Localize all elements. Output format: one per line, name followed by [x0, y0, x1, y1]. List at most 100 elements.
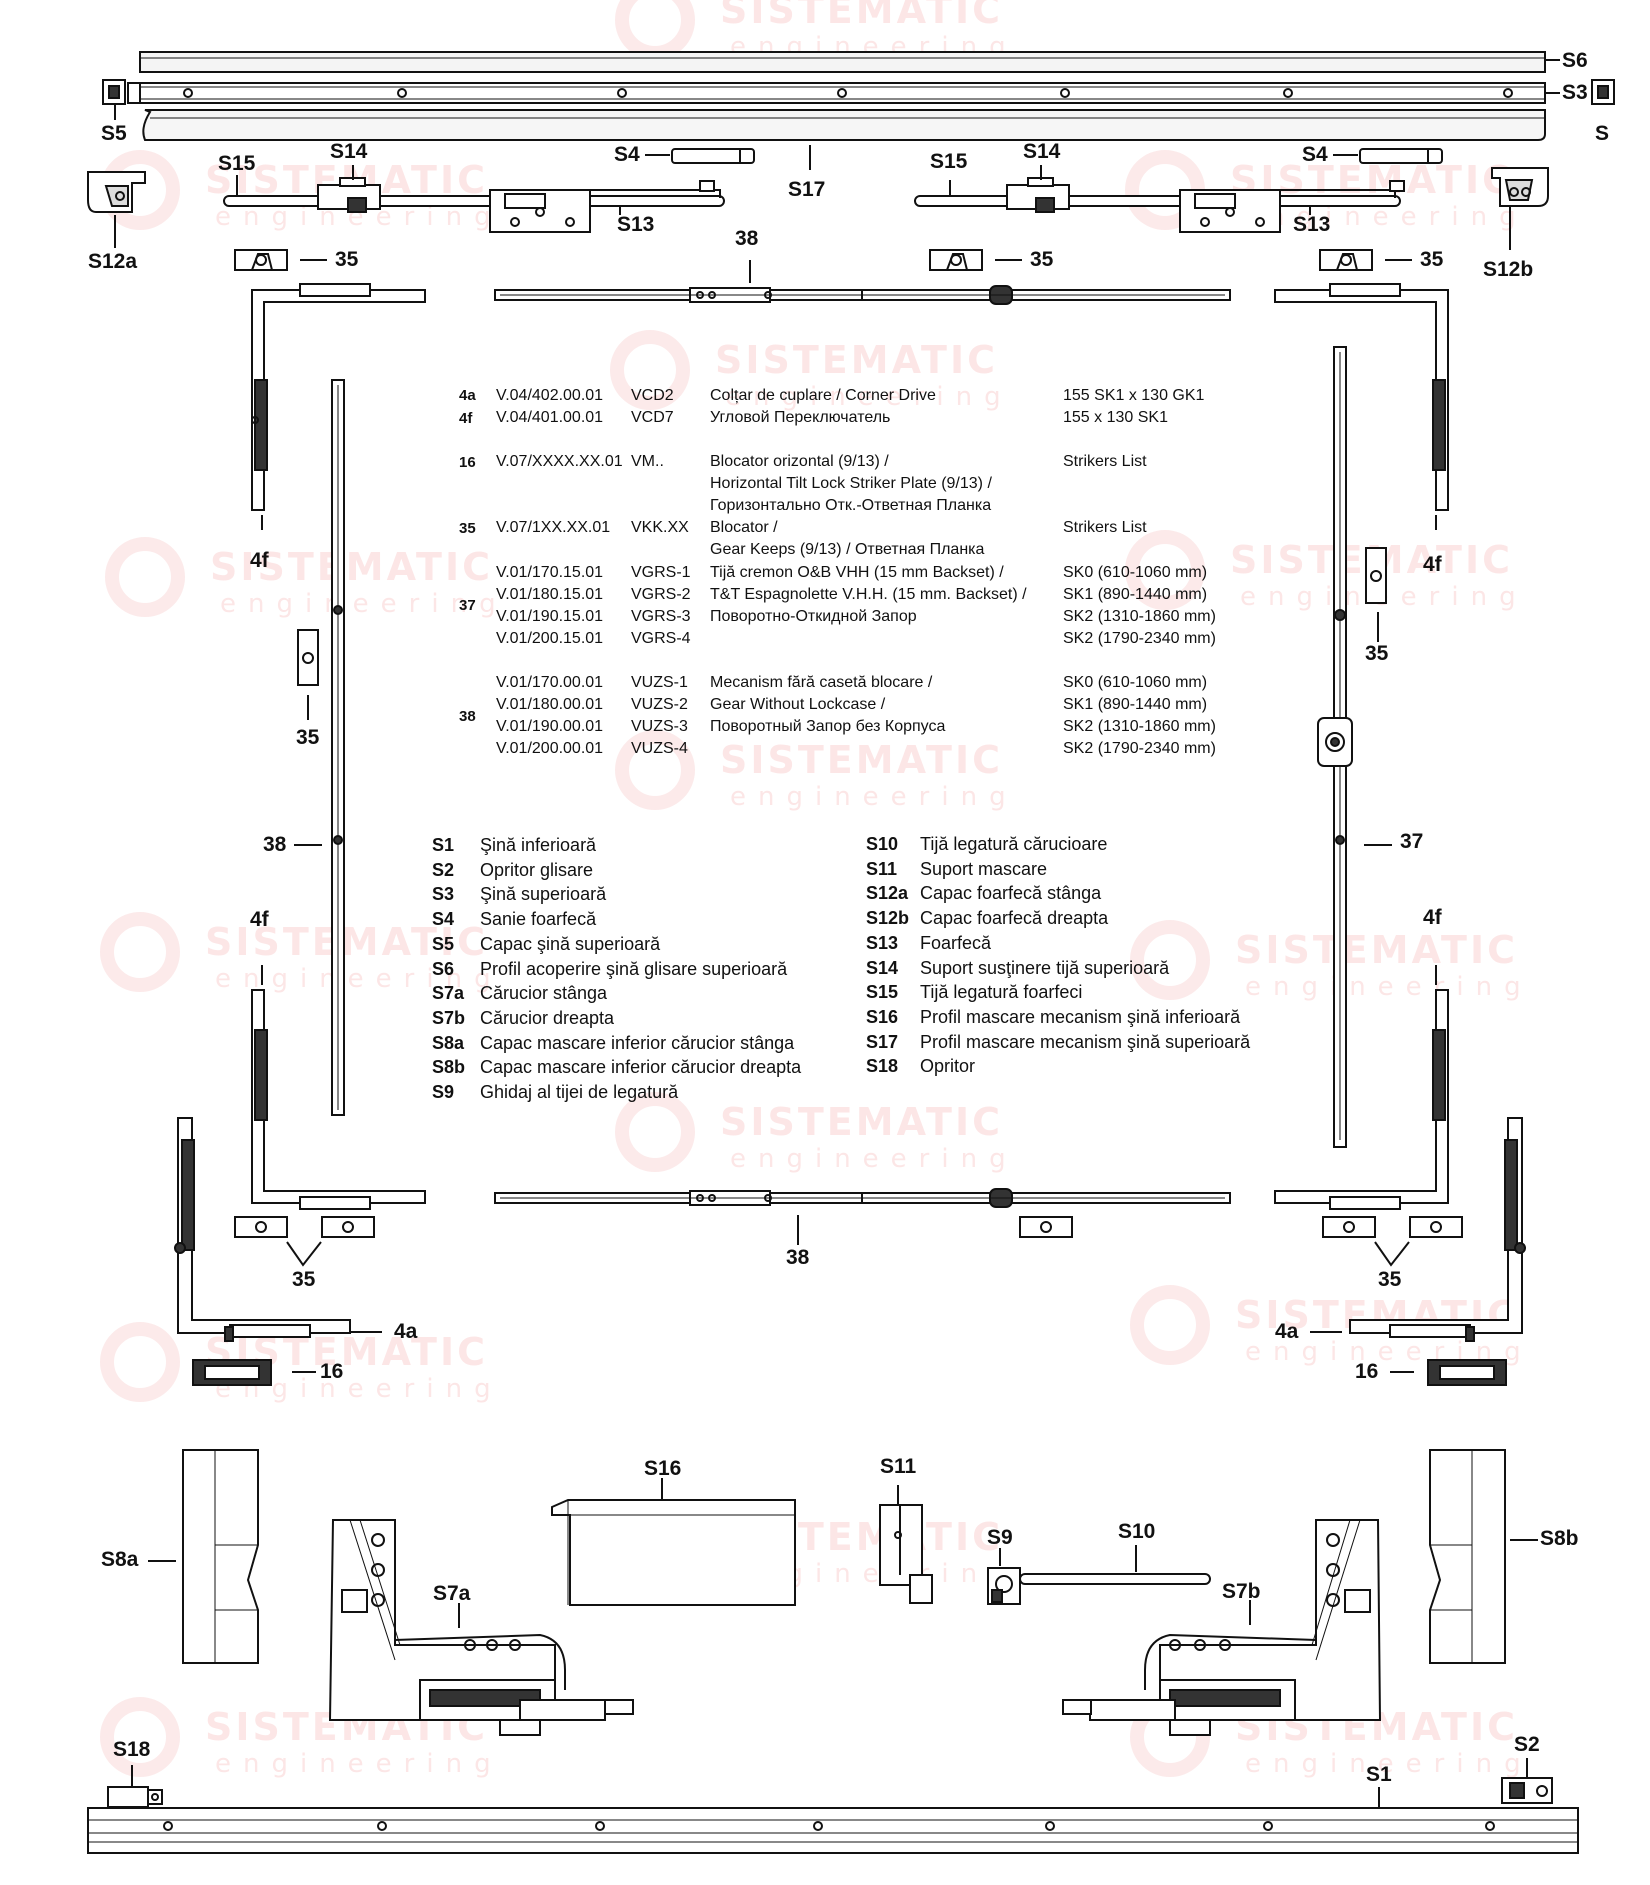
lower-cover-right-s8b — [1429, 1449, 1506, 1664]
table-cell-ref: VGRS-1 — [631, 564, 691, 581]
table-cell-size: Strikers List — [1063, 519, 1147, 536]
corner-drive-4f-top-right — [1274, 283, 1449, 511]
lower-cover-left-s8a — [182, 1449, 259, 1664]
table-cell-size: SK2 (1310-1860 mm) — [1063, 718, 1216, 735]
label-s2: S2 — [1514, 1733, 1540, 1756]
label-s6: S6 — [1562, 49, 1588, 72]
table-cell-code: V.04/402.00.01 — [496, 387, 604, 404]
espagnolette-37-right-vertical — [1317, 346, 1353, 1148]
table-cell-size: SK0 (610-1060 mm) — [1063, 674, 1208, 691]
corner-drive-4f-top-left — [251, 283, 426, 511]
carriage-link-rod-s10 — [1019, 1573, 1211, 1585]
table-cell-ref: VCD7 — [631, 409, 674, 426]
table-cell-code: V.01/180.15.01 — [496, 586, 604, 603]
label-s12b: S12b — [1483, 258, 1534, 281]
label-35: 35 — [335, 248, 359, 271]
table-cell-desc: Horizontal Tilt Lock Striker Plate (9/13… — [710, 475, 992, 492]
rod-guide-s9 — [987, 1567, 1021, 1605]
label-4f: 4f — [1423, 906, 1442, 929]
label-s9: S9 — [987, 1526, 1013, 1549]
table-cell-ref: VM.. — [631, 453, 664, 470]
label-s15-right: S15 — [930, 150, 968, 173]
table-cell-ref: VCD2 — [631, 387, 674, 404]
gear-38-bottom — [494, 1188, 1231, 1208]
table-cell-desc: Blocator / — [710, 519, 778, 536]
scissor-carriage-left-s4 — [671, 148, 755, 164]
label-4f: 4f — [1423, 553, 1442, 576]
label-s1: S1 — [1366, 1763, 1392, 1786]
table-cell-desc: Горизонтально Отк.-Ответная Планка — [710, 497, 992, 514]
table-group-label: 4a — [459, 387, 476, 404]
corner-drive-4f-bottom-left — [251, 989, 426, 1210]
carriage-left-s7a — [328, 1519, 634, 1736]
label-4a: 4a — [394, 1320, 418, 1343]
label-38: 38 — [735, 227, 759, 250]
table-cell-code: V.01/200.15.01 — [496, 630, 604, 647]
table-group-label: 37 — [459, 597, 476, 614]
label-s12a: S12a — [88, 250, 138, 273]
table-cell-ref: VUZS-4 — [631, 740, 688, 757]
scissor-carriage-right-s4 — [1359, 148, 1443, 164]
label-s3: S3 — [1562, 81, 1588, 104]
table-cell-desc: T&T Espagnolette V.H.H. (15 mm. Backset)… — [710, 586, 1027, 603]
striker-35 — [321, 1216, 375, 1238]
sliding-stopper-s2 — [1501, 1777, 1553, 1804]
table-cell-desc: Mecanism fără casetă blocare / — [710, 674, 933, 691]
table-cell-size: Strikers List — [1063, 453, 1147, 470]
label-s15-left: S15 — [218, 152, 256, 175]
label-4f: 4f — [250, 908, 269, 931]
table-group-label: 4f — [459, 410, 473, 427]
table-cell-desc: Colțar de cuplare / Corner Drive — [710, 387, 936, 404]
upper-rod-support-right-s14 — [1006, 177, 1070, 213]
table-cell-ref: VGRS-3 — [631, 608, 691, 625]
label-37: 37 — [1400, 830, 1424, 853]
corner-drive-4f-bottom-right — [1274, 989, 1449, 1210]
table-cell-ref: VUZS-3 — [631, 718, 688, 735]
cover-support-s11 — [879, 1504, 933, 1604]
table-group-label: 35 — [459, 520, 476, 537]
table-cell-code: V.07/1XX.XX.01 — [496, 519, 611, 536]
striker-35 — [234, 1216, 288, 1238]
table-cell-code: V.01/170.15.01 — [496, 564, 604, 581]
striker-35 — [929, 249, 983, 271]
table-group-label: 16 — [459, 454, 476, 471]
scissor-left-s13 — [489, 180, 721, 233]
tilt-lock-striker-16-left — [192, 1359, 272, 1386]
table-cell-desc: Gear Without Lockcase / — [710, 696, 886, 713]
table-cell-ref: VUZS-1 — [631, 674, 688, 691]
label-s11: S11 — [880, 1455, 917, 1478]
label-35: 35 — [1030, 248, 1054, 271]
table-cell-desc: Поворотный Запор без Корпуса — [710, 718, 946, 735]
label-s13-left: S13 — [617, 213, 655, 236]
label-35: 35 — [296, 726, 320, 749]
label-35: 35 — [1420, 248, 1444, 271]
table-cell-size: 155 SK1 x 130 GK1 — [1063, 387, 1205, 404]
table-cell-desc: Угловой Переключатель — [710, 409, 891, 426]
label-4f: 4f — [250, 549, 269, 572]
striker-35 — [1322, 1216, 1376, 1238]
top-rail-cap-right-s5 — [1591, 79, 1615, 105]
striker-35 — [297, 629, 319, 686]
top-cover-profile-s6 — [139, 51, 1546, 73]
label-s18: S18 — [113, 1738, 151, 1761]
scissor-link-rod-right-s15 — [914, 195, 1401, 207]
label-35: 35 — [292, 1268, 316, 1291]
bottom-rail-s1 — [87, 1807, 1579, 1854]
label-s5: S5 — [101, 122, 127, 145]
table-cell-size: SK0 (610-1060 mm) — [1063, 564, 1208, 581]
label-16: 16 — [320, 1360, 344, 1383]
table-cell-size: SK2 (1790-2340 mm) — [1063, 630, 1216, 647]
striker-35 — [234, 249, 288, 271]
label-s7b: S7b — [1222, 1580, 1261, 1603]
carriage-right-s7b — [1062, 1519, 1382, 1736]
